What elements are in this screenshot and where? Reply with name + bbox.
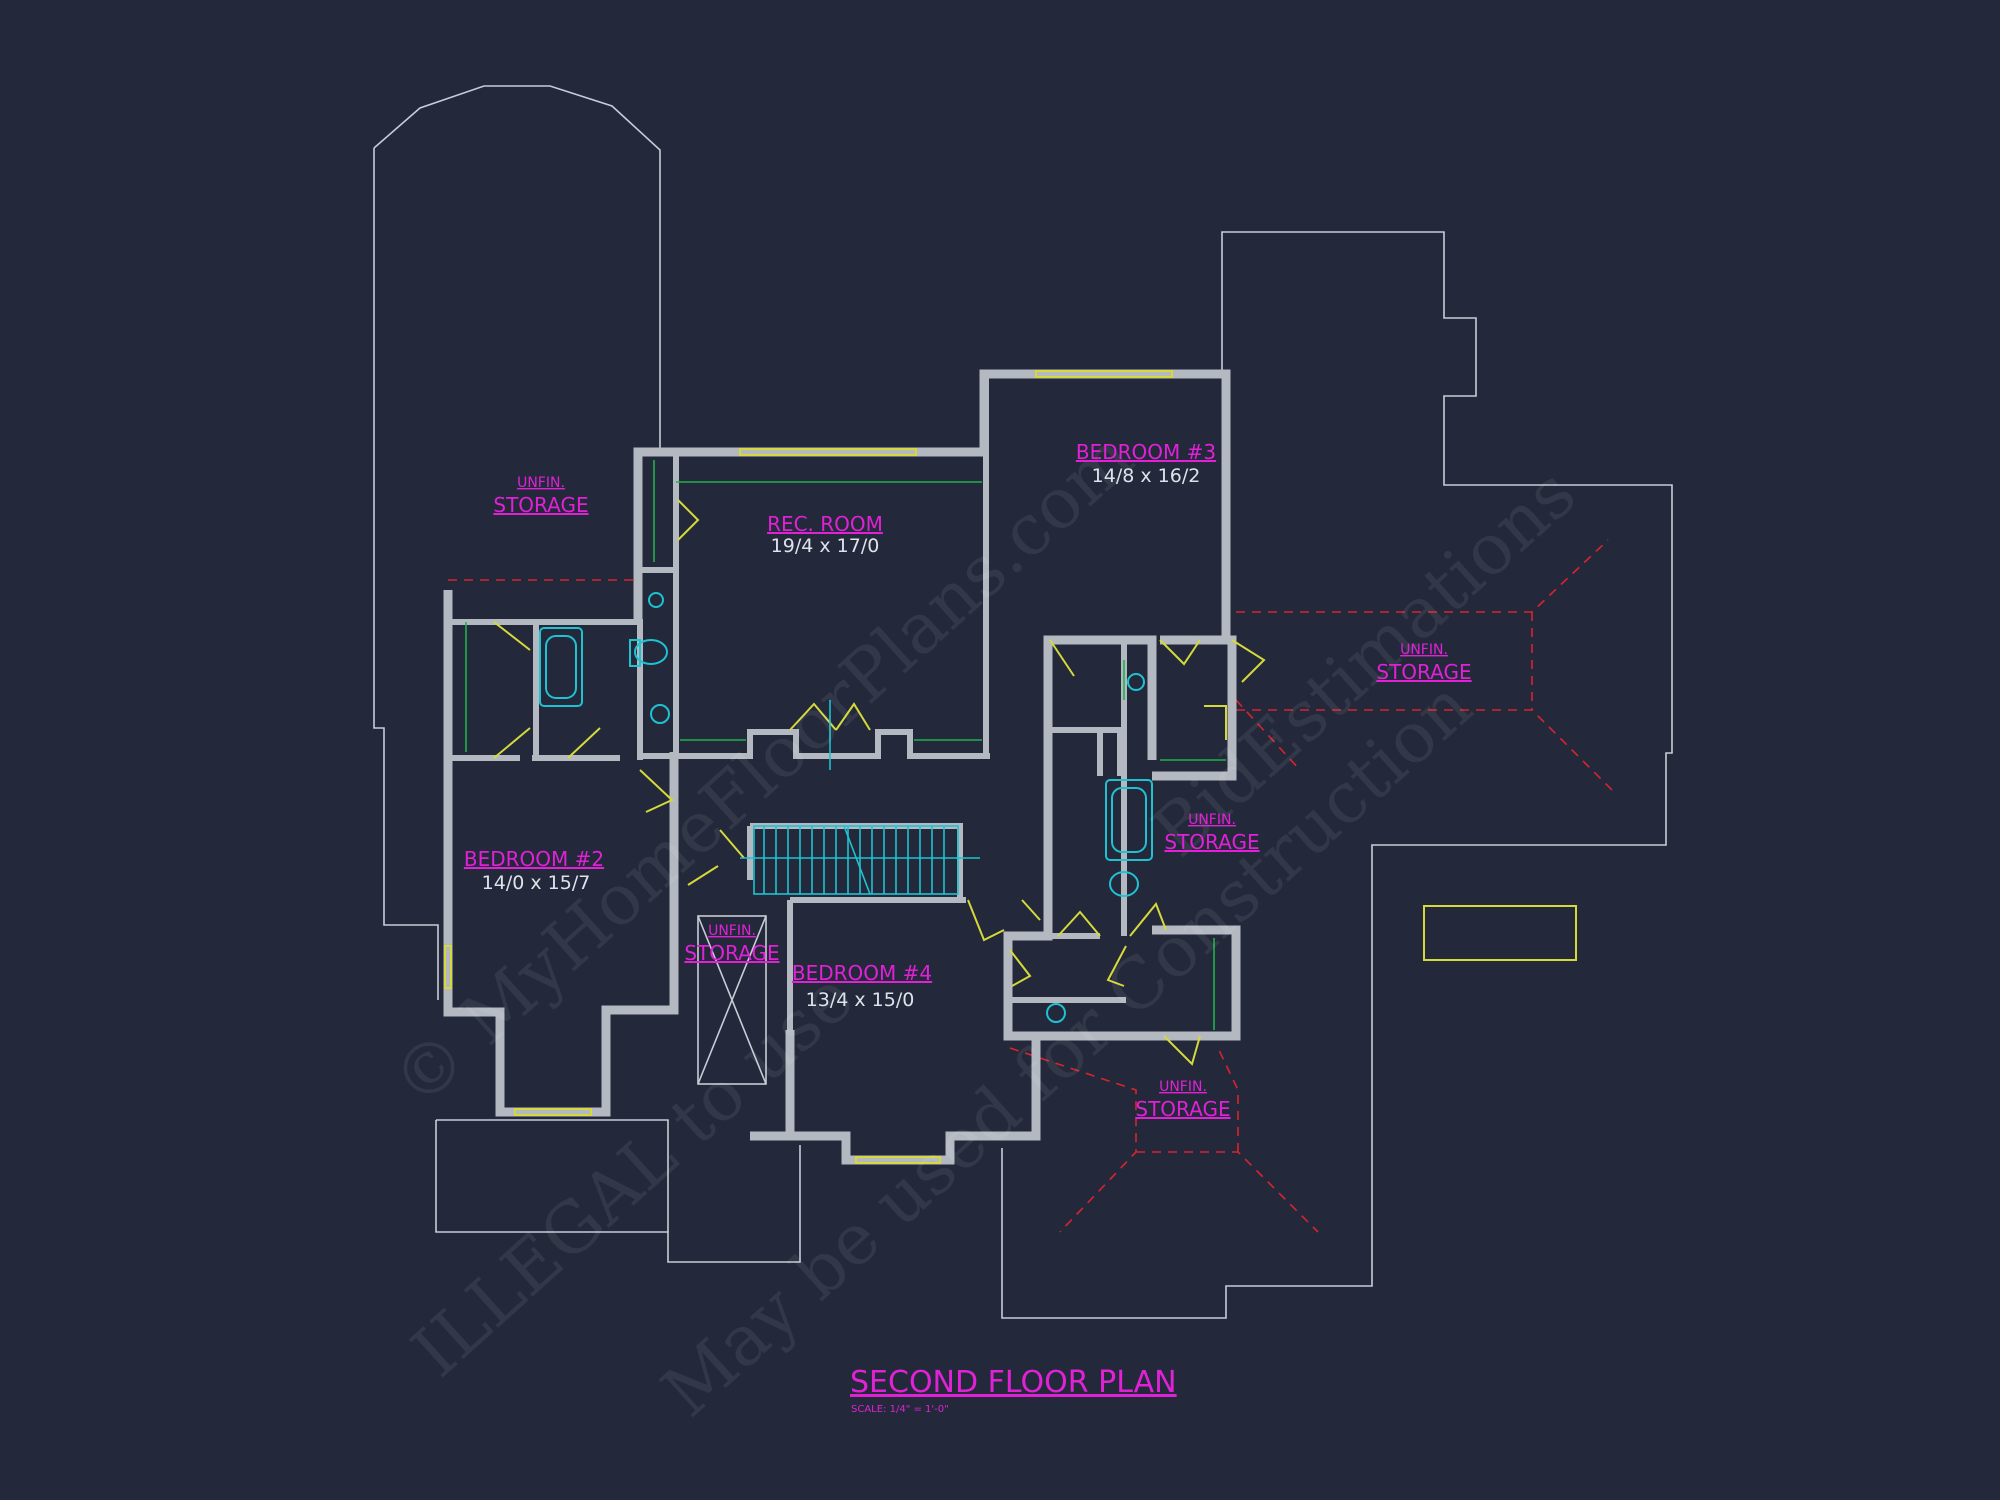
storage-3-line2: STORAGE (1164, 830, 1259, 854)
roof-lines (448, 539, 1613, 1233)
plan-scale: SCALE: 1/4" = 1'-0" (851, 1404, 949, 1415)
bedroom-4-dims: 13/4 x 15/0 (806, 989, 915, 1011)
storage-1-line1: UNFIN. (517, 475, 565, 491)
doors (493, 499, 1266, 1066)
storage-4-line2: STORAGE (684, 941, 779, 965)
bedroom-4-name: BEDROOM #4 (792, 961, 932, 985)
bedroom-3-name: BEDROOM #3 (1076, 440, 1216, 464)
rec-room-name: REC. ROOM (767, 512, 883, 536)
plan-title: SECOND FLOOR PLAN (850, 1365, 1177, 1400)
storage-3-line1: UNFIN. (1188, 812, 1236, 828)
bedroom-2-dims: 14/0 x 15/7 (482, 872, 591, 894)
plumbing-fixtures (539, 592, 1153, 1023)
storage-2-line2: STORAGE (1376, 660, 1471, 684)
storage-5-line1: UNFIN. (1159, 1079, 1207, 1095)
storage-5-line2: STORAGE (1135, 1097, 1230, 1121)
storage-2-line1: UNFIN. (1400, 642, 1448, 658)
bedroom-3-dims: 14/8 x 16/2 (1092, 465, 1201, 487)
storage-labels: UNFIN. STORAGE UNFIN. STORAGE UNFIN. STO… (493, 475, 1471, 1121)
staircase (740, 700, 980, 895)
bedroom-2-name: BEDROOM #2 (464, 847, 604, 871)
windows (444, 370, 1577, 1164)
plan-title-block: SECOND FLOOR PLAN SCALE: 1/4" = 1'-0" (850, 1365, 1177, 1415)
room-labels: REC. ROOM 19/4 x 17/0 BEDROOM #3 14/8 x … (464, 440, 1216, 1011)
attic-access (697, 915, 767, 1085)
storage-4-line1: UNFIN. (708, 923, 756, 939)
closet-rods (465, 460, 1226, 1030)
watermark: © MyHomeFloorPlans.com ILLEGAL to use Ma… (377, 416, 1592, 1433)
roof-outline (373, 85, 1673, 1319)
rec-room-dims: 19/4 x 17/0 (771, 535, 880, 557)
storage-1-line2: STORAGE (493, 493, 588, 517)
